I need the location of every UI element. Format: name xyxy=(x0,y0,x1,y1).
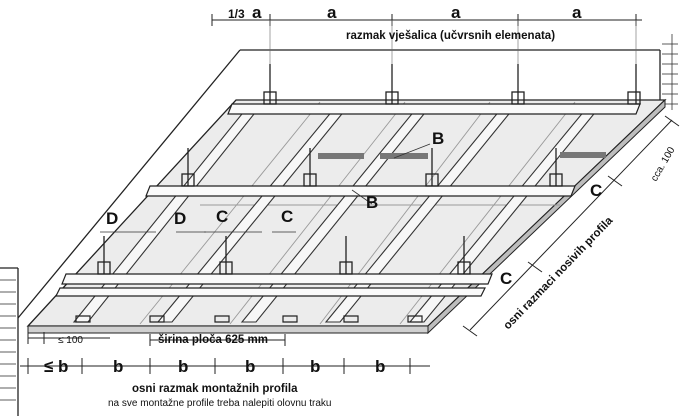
bottom-dim-first: ≤ b xyxy=(44,357,68,376)
callout-d-left: D xyxy=(106,209,118,228)
bottom-dim-b-5: b xyxy=(375,357,385,376)
carrying-profiles xyxy=(55,103,641,297)
callout-b-upper: B xyxy=(432,129,444,148)
bottom-dim-caption: osni razmak montažnih profila xyxy=(132,383,298,395)
bottom-edge-note: ≤ 100 xyxy=(58,335,83,346)
bottom-dimension-lines xyxy=(20,332,430,374)
callout-leaders xyxy=(100,143,431,233)
side-edge-note: cca. 100 xyxy=(649,145,678,184)
callout-c-right: C xyxy=(281,207,293,226)
joint-strips xyxy=(318,152,606,159)
left-wall-hatch xyxy=(0,279,16,401)
bottom-dim-b-2: b xyxy=(178,357,188,376)
side-dimension-line xyxy=(462,115,680,337)
room-walls xyxy=(0,49,661,416)
callout-d-right: D xyxy=(174,209,186,228)
profile-clips xyxy=(75,315,423,323)
top-dim-caption: razmak vješalica (učvrsnih elemenata) xyxy=(346,30,555,42)
bottom-dim-b-4: b xyxy=(310,357,320,376)
top-dim-a-1: a xyxy=(327,3,337,22)
board-seams xyxy=(139,101,576,325)
hangers-middle-row xyxy=(181,148,563,187)
hangers-top-row xyxy=(263,64,641,105)
bottom-dim-b-3: b xyxy=(245,357,255,376)
top-dim-a-3: a xyxy=(572,3,582,22)
top-dimension-line xyxy=(211,14,642,64)
bottom-dim-note: na sve montažne profile treba nalepiti o… xyxy=(108,398,331,409)
top-dim-a-2: a xyxy=(451,3,461,22)
callout-b-lower: B xyxy=(366,193,378,212)
top-dim-fraction: 1/3 xyxy=(228,7,245,21)
board-width-label: širina ploča 625 mm xyxy=(158,334,268,346)
top-dim-first-a: a xyxy=(252,3,262,22)
right-wall-hatch xyxy=(662,34,678,110)
callout-c-left: C xyxy=(216,207,228,226)
hangers-bottom-row xyxy=(97,236,471,275)
bottom-dim-b-1: b xyxy=(113,357,123,376)
side-dim-c-lower: C xyxy=(500,269,512,288)
side-dim-c-upper: C xyxy=(590,181,602,200)
